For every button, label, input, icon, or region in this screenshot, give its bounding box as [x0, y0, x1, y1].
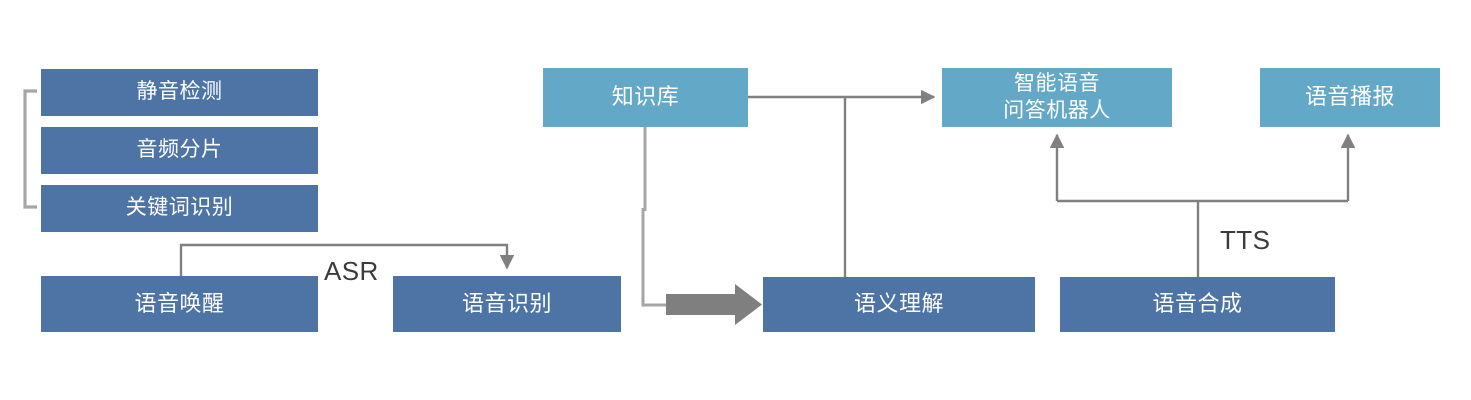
- edge-knowledge-to-semantic-path: [641, 127, 672, 307]
- node-label: 语义理解: [853, 291, 944, 317]
- node-knowledge-base[interactable]: 知识库: [543, 68, 748, 127]
- thick-arrow-to-semantic: [666, 284, 762, 325]
- node-silence-detection[interactable]: 静音检测: [41, 69, 318, 116]
- node-speech-synthesis[interactable]: 语音合成: [1060, 277, 1335, 332]
- edge-label-asr: ASR: [324, 256, 379, 286]
- node-semantic-understanding[interactable]: 语义理解: [763, 277, 1035, 332]
- edge-synthesis-tts-split: [1049, 133, 1356, 277]
- node-label: 关键词识别: [125, 196, 234, 220]
- node-keyword-spotting[interactable]: 关键词识别: [41, 185, 318, 232]
- node-label: 知识库: [611, 84, 680, 110]
- left-group-bracket-icon: [23, 89, 37, 209]
- node-voice-wakeup[interactable]: 语音唤醒: [41, 276, 318, 332]
- node-label: 语音合成: [1152, 291, 1243, 317]
- node-label: 语音识别: [461, 290, 552, 316]
- edge-label-tts: TTS: [1220, 225, 1271, 255]
- node-qa-robot[interactable]: 智能语音 问答机器人: [942, 68, 1172, 127]
- node-speech-recognition[interactable]: 语音识别: [393, 276, 621, 332]
- node-voice-broadcast[interactable]: 语音播报: [1260, 68, 1440, 127]
- node-label: 语音播报: [1304, 84, 1395, 110]
- node-audio-slicing[interactable]: 音频分片: [41, 127, 318, 174]
- node-label: 智能语音 问答机器人: [1003, 71, 1111, 122]
- node-label: 语音唤醒: [134, 290, 225, 316]
- node-label: 静音检测: [136, 80, 223, 104]
- node-label: 音频分片: [136, 138, 223, 162]
